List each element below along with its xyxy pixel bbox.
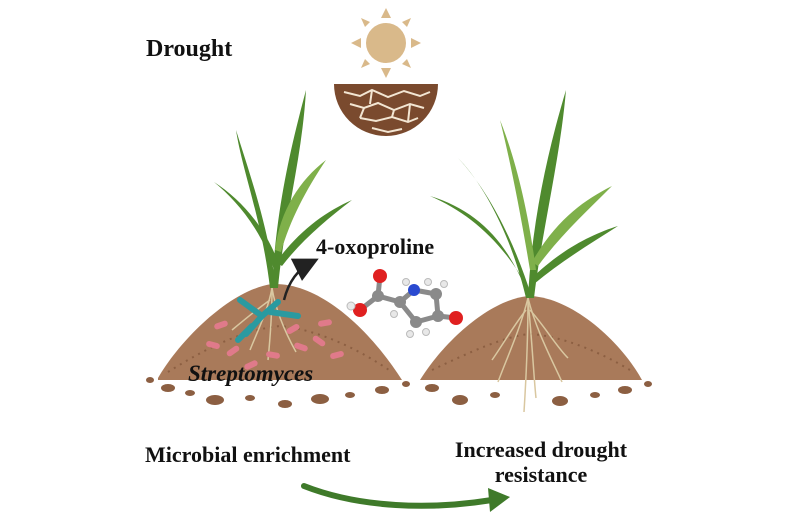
sun-icon: [351, 8, 421, 78]
microbe-label: Streptomyces: [188, 361, 314, 386]
molecule-icon: [346, 269, 463, 338]
drought-label: Drought: [146, 36, 233, 62]
cracked-soil-icon: [334, 84, 438, 136]
bacteria-cluster: [206, 319, 344, 370]
left-plant: [214, 90, 352, 361]
process-label: Microbial enrichment: [145, 442, 351, 467]
outcome-line-1: Increased drought: [454, 437, 628, 462]
outcome-line-2: resistance: [494, 462, 588, 487]
outcome-label: Increased drought resistance: [438, 437, 644, 487]
streptomyces-hyphae: [235, 297, 301, 343]
compound-label: 4-oxoproline: [316, 234, 435, 259]
enrichment-arrow: [301, 483, 510, 512]
right-plant: [430, 90, 618, 413]
release-arrow: [282, 258, 319, 301]
